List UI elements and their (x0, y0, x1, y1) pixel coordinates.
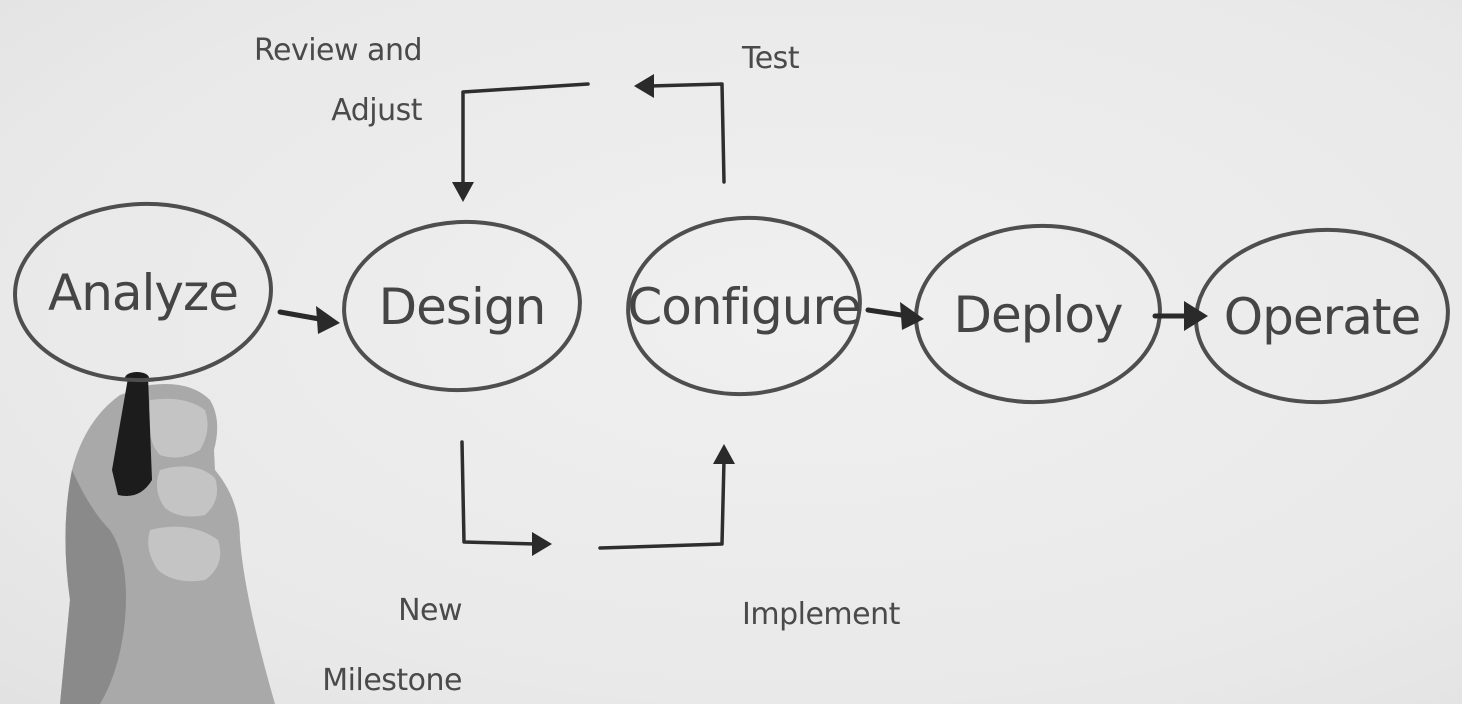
review-adjust-label-line1: Review and (254, 33, 422, 68)
configure-ellipse (626, 215, 862, 397)
new-milestone-label-line1: New (398, 593, 462, 628)
configure-label: Configure (627, 278, 860, 336)
design-ellipse (342, 219, 582, 393)
operate-label: Operate (1224, 288, 1420, 346)
node-operate: Operate (1194, 227, 1450, 405)
node-design: Design (342, 219, 582, 393)
connector-deploy-to-operate (1152, 301, 1208, 331)
hand-holding-marker-icon (60, 372, 275, 704)
implement-label: Implement (742, 597, 901, 632)
test-label: Test (741, 41, 800, 76)
connector-configure-to-deploy (865, 302, 924, 330)
forward-loop-milestone (460, 440, 552, 556)
node-deploy: Deploy (914, 223, 1162, 405)
connector-analyze-to-design (277, 306, 340, 334)
deploy-label: Deploy (953, 286, 1122, 344)
new-milestone-label-line2: Milestone (322, 663, 462, 698)
analyze-label: Analyze (48, 264, 238, 322)
node-analyze: Analyze (13, 201, 273, 383)
review-adjust-label-line2: Adjust (331, 93, 423, 128)
design-label: Design (379, 278, 546, 336)
feedback-loop-review (452, 82, 590, 202)
analyze-ellipse (13, 201, 273, 383)
feedback-loop-test (634, 74, 726, 184)
node-configure: Configure (626, 215, 862, 397)
forward-loop-implement (598, 444, 735, 550)
